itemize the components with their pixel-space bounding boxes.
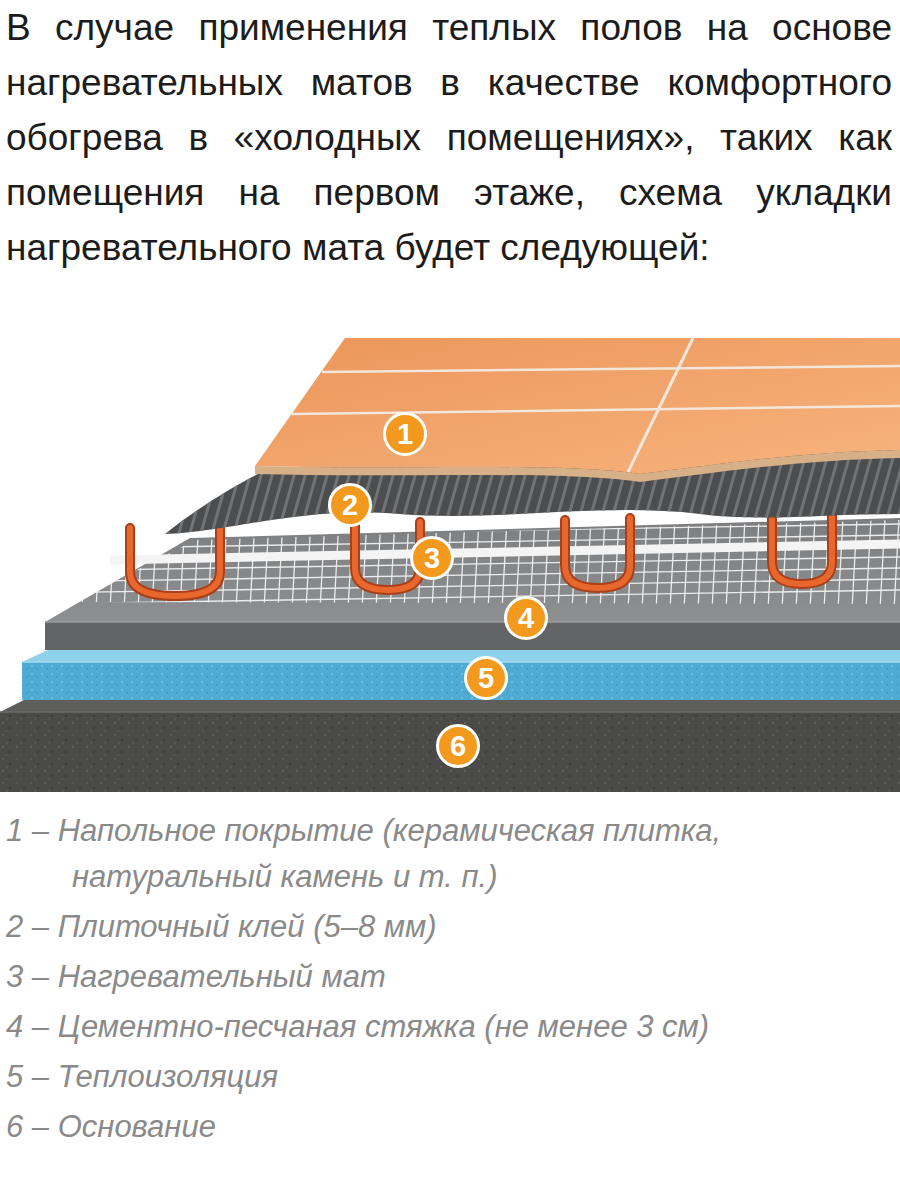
mesh-line xyxy=(880,500,886,610)
mesh-line xyxy=(96,500,102,610)
illustration-shape xyxy=(45,621,900,623)
illustration-shape xyxy=(0,711,900,713)
mesh-line xyxy=(600,500,606,610)
legend-notes: 1 – Напольное покрытие (керамическая пли… xyxy=(6,808,892,1154)
legend-note: 4 – Цементно-песчаная стяжка (не менее 3… xyxy=(6,1004,892,1050)
title-text: В случае применения теплых полов на осно… xyxy=(6,7,892,268)
insulation-layer xyxy=(22,650,900,700)
adhesive-ridge xyxy=(155,440,183,540)
illustration-shape xyxy=(772,514,832,584)
mesh-line xyxy=(110,500,116,610)
callout-number: 3 xyxy=(409,535,455,581)
mesh-line xyxy=(614,500,620,610)
mesh-line xyxy=(838,500,844,610)
legend-note: 5 – Теплоизоляция xyxy=(6,1054,892,1100)
illustration-shape xyxy=(130,526,220,596)
mesh-line xyxy=(68,500,74,610)
mesh-line xyxy=(866,500,872,610)
legend-note: 6 – Основание xyxy=(6,1104,892,1150)
tile-layer xyxy=(255,338,900,482)
callout-number: 1 xyxy=(382,411,428,457)
illustration-shape xyxy=(0,712,900,792)
mesh-line xyxy=(82,500,88,610)
mesh-line xyxy=(54,500,60,610)
callout-circle: 4 xyxy=(503,595,549,641)
callout-circle: 2 xyxy=(327,482,373,528)
illustration-shape xyxy=(628,338,693,472)
illustration-shape xyxy=(0,698,900,712)
illustration-shape xyxy=(130,526,220,596)
illustration-shape xyxy=(255,338,900,474)
illustration-shape xyxy=(322,366,900,372)
illustration-shape xyxy=(22,650,900,662)
callout-number: 4 xyxy=(503,595,549,641)
illustration-shape xyxy=(772,514,832,584)
title-text: В случае применения теплых полов на осно… xyxy=(6,0,892,275)
callout-circle: 1 xyxy=(382,411,428,457)
illustration-shape xyxy=(130,514,832,596)
mesh-line xyxy=(894,500,900,610)
callout-number: 6 xyxy=(435,723,481,769)
mesh-line xyxy=(810,500,816,610)
callout-circle: 5 xyxy=(463,655,509,701)
legend-note: 3 – Нагревательный мат xyxy=(6,954,892,1000)
illustration-shape xyxy=(292,406,900,414)
illustration-shape xyxy=(45,622,900,650)
illustration-shape xyxy=(22,661,900,663)
adhesive-ridge xyxy=(133,440,161,540)
legend-note: 2 – Плиточный клей (5–8 мм) xyxy=(6,904,892,950)
illustration-shape xyxy=(22,662,900,700)
mesh-line xyxy=(586,500,592,610)
illustration-shape xyxy=(565,518,630,588)
illustration-shape xyxy=(565,518,630,588)
adhesive-ridge xyxy=(144,440,172,540)
mesh-line xyxy=(852,500,858,610)
legend-note: 1 – Напольное покрытие (керамическая пли… xyxy=(6,808,892,900)
base-layer xyxy=(0,698,900,792)
adhesive-ridge xyxy=(122,440,150,540)
callout-circle: 3 xyxy=(409,535,455,581)
callout-circle: 6 xyxy=(435,723,481,769)
callout-number: 2 xyxy=(327,482,373,528)
callout-number: 5 xyxy=(463,655,509,701)
illustration-shape xyxy=(110,544,900,560)
